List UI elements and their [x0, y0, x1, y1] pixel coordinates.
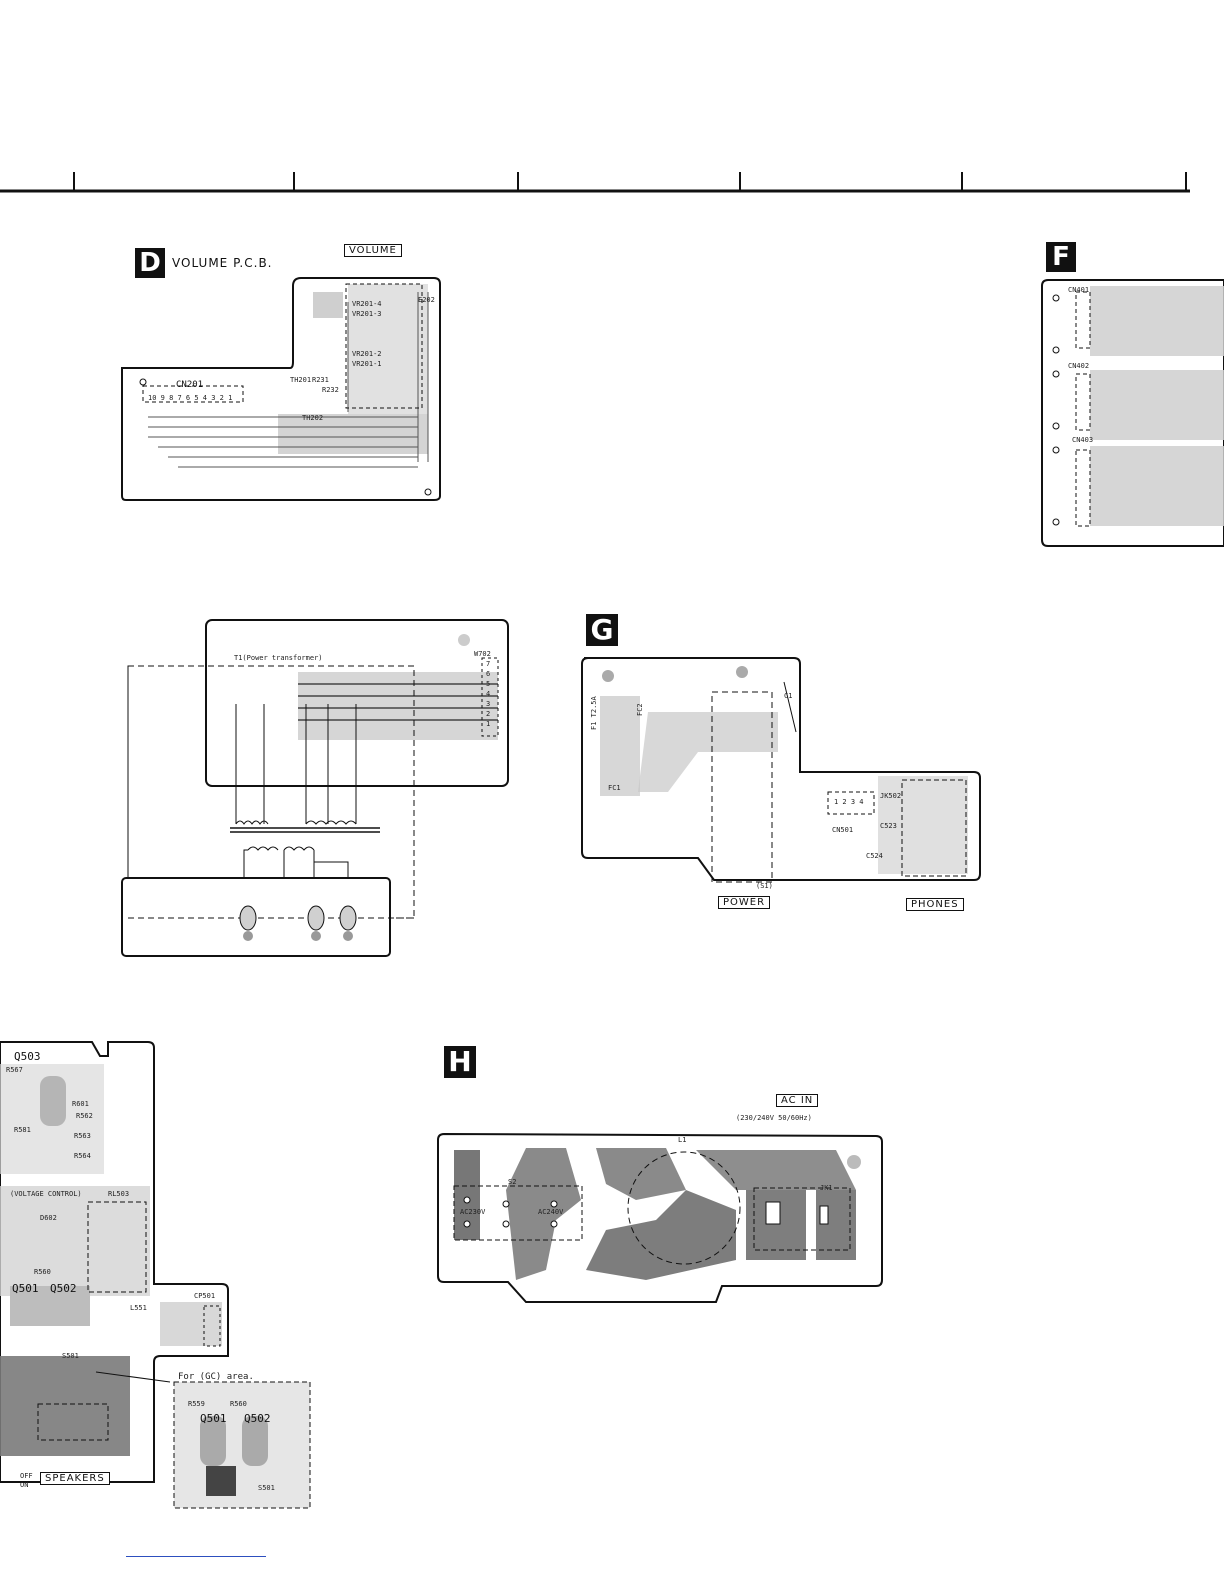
board-f-pcb	[1041, 279, 1224, 547]
board-d-cn201: CN201	[176, 380, 204, 390]
w702-pin-5: 5	[486, 680, 491, 688]
board-g-f1: F1 T2.5A	[590, 696, 598, 730]
power-transformer-pcb	[121, 619, 509, 957]
board-h-s2: S2	[508, 1178, 517, 1186]
amplifier-pcb	[0, 1041, 311, 1509]
board-d-vr3: VR201-2	[352, 350, 382, 358]
board-h-badge: H	[444, 1046, 476, 1078]
amp-q502: Q502	[50, 1282, 77, 1295]
amp-r564: R564	[74, 1152, 91, 1160]
w702-pin-4: 4	[486, 690, 491, 698]
power-switch-label: POWER	[718, 896, 771, 909]
volume-pcb	[121, 277, 441, 501]
speakers-label: SPEAKERS	[40, 1472, 110, 1485]
w702-pin-3: 3	[486, 700, 491, 708]
w702-pin-7: 7	[486, 660, 491, 668]
board-d-r231: R231	[312, 376, 329, 384]
gc-r560: R560	[230, 1400, 247, 1408]
amp-voltage-control: (VOLTAGE CONTROL)	[10, 1190, 82, 1198]
board-h-jk1: JK1	[820, 1184, 833, 1192]
gc-q502: Q502	[244, 1412, 271, 1425]
amp-l551: L551	[130, 1304, 147, 1312]
board-d-th202: TH202	[302, 414, 324, 422]
board-g-c523: C523	[880, 822, 897, 830]
amp-s501: S501	[62, 1352, 79, 1360]
bottom-rule	[126, 1556, 266, 1557]
amp-r601: R601	[72, 1100, 89, 1108]
board-f-badge: F	[1046, 242, 1076, 272]
amp-r562: R562	[76, 1112, 93, 1120]
board-g-badge: G	[586, 614, 618, 646]
amp-d602: D602	[40, 1214, 57, 1222]
gc-s501: S501	[258, 1484, 275, 1492]
amp-r563: R563	[74, 1132, 91, 1140]
board-g-pins: 1 2 3 4	[834, 798, 864, 806]
phones-jack-label: PHONES	[906, 898, 964, 911]
board-g-fc2: FC2	[636, 703, 644, 716]
transformer-title: T1(Power transformer)	[234, 654, 323, 662]
board-g-c524: C524	[866, 852, 883, 860]
amp-r560: R560	[34, 1268, 51, 1276]
board-g-s1: (S1)	[756, 882, 773, 890]
board-d-vr1: VR201-4	[352, 300, 382, 308]
board-g-fc1: FC1	[608, 784, 621, 792]
w702-pin-1: 1	[486, 720, 491, 728]
board-d-pins: 10 9 8 7 6 5 4 3 2 1	[148, 394, 233, 402]
board-f-cn402: CN402	[1068, 362, 1090, 370]
ac-in-rating: (230/240V 50/60Hz)	[736, 1114, 812, 1122]
board-d-title: VOLUME P.C.B.	[172, 256, 273, 270]
volume-control-label: VOLUME	[344, 244, 402, 257]
board-d-th201: TH201	[290, 376, 312, 384]
amp-q501: Q501	[12, 1282, 39, 1295]
amp-cp501: CP501	[194, 1292, 216, 1300]
board-h-ac230v: AC230V	[460, 1208, 486, 1216]
w702-pin-6: 6	[486, 670, 491, 678]
board-d-badge: D	[135, 248, 165, 278]
board-f-cn403: CN403	[1072, 436, 1094, 444]
power-pcb	[581, 657, 981, 883]
ac-in-pcb	[437, 1132, 883, 1303]
ac-in-label: AC IN	[776, 1094, 819, 1107]
amp-r567: R567	[6, 1066, 23, 1074]
board-d-e202: E202	[418, 296, 435, 304]
board-g-c1: C1	[784, 692, 793, 700]
gc-q501: Q501	[200, 1412, 227, 1425]
board-h-ac240v: AC240V	[538, 1208, 564, 1216]
amp-rl503: RL503	[108, 1190, 130, 1198]
top-ruler	[0, 172, 1190, 193]
board-d-vr2: VR201-3	[352, 310, 382, 318]
board-g-jk502: JK502	[880, 792, 902, 800]
gc-area-note: For (GC) area.	[178, 1372, 254, 1382]
board-d-vr4: VR201-1	[352, 360, 382, 368]
w702-pin-2: 2	[486, 710, 491, 718]
transformer-w702: W702	[474, 650, 491, 658]
amp-r581: R581	[14, 1126, 31, 1134]
board-h-l1: L1	[678, 1136, 687, 1144]
speaker-switch-label: OFF ON	[20, 1472, 33, 1489]
amp-q503: Q503	[14, 1050, 41, 1063]
board-d-r232: R232	[322, 386, 339, 394]
board-g-cn501: CN501	[832, 826, 854, 834]
gc-r559: R559	[188, 1400, 205, 1408]
board-f-cn401: CN401	[1068, 286, 1090, 294]
